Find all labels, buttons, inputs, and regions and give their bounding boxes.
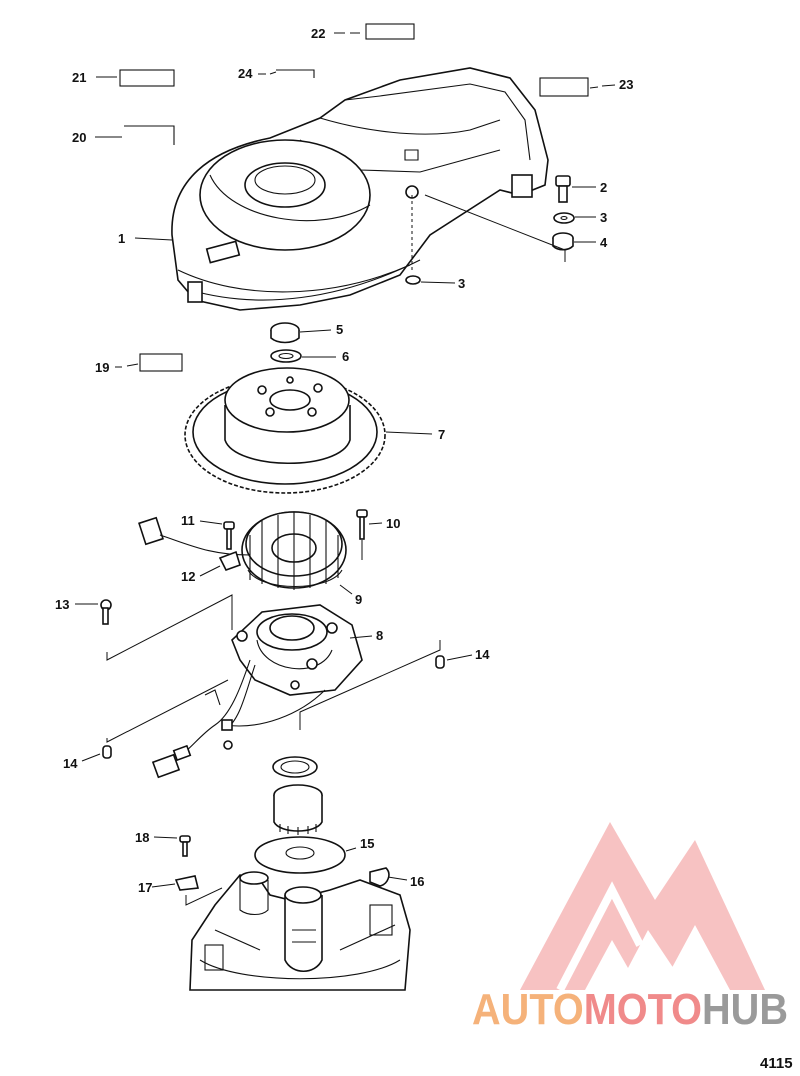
- callout-20: 20: [72, 130, 86, 145]
- callout-box-20: [124, 125, 175, 145]
- pin-14-right: [435, 655, 445, 669]
- powerhead-block: [189, 871, 411, 991]
- callout-3-top: 3: [600, 210, 607, 225]
- pin-14-left: [102, 745, 112, 759]
- callout-14-right: 14: [475, 647, 490, 662]
- callout-9: 9: [355, 592, 362, 607]
- screw-13: [100, 599, 112, 625]
- callout-1: 1: [118, 231, 125, 246]
- washer-3-top: [553, 212, 575, 224]
- callout-14-left: 14: [63, 756, 78, 771]
- callout-4: 4: [600, 235, 608, 250]
- callout-box-21: [119, 69, 175, 87]
- callout-3-lower: 3: [458, 276, 465, 291]
- screw-10: [356, 509, 368, 540]
- washer-6: [270, 349, 302, 363]
- callout-box-19: [139, 353, 183, 372]
- callout-11: 11: [181, 513, 195, 528]
- callout-12: 12: [181, 569, 195, 584]
- clamp-17: [174, 875, 199, 891]
- callout-16: 16: [410, 874, 424, 889]
- callout-17: 17: [138, 880, 152, 895]
- sleeve-top: [272, 756, 318, 778]
- guide-bottom-14: [106, 679, 229, 743]
- callout-21: 21: [72, 70, 86, 85]
- plate-15: [254, 836, 346, 874]
- callout-box-23: [539, 77, 589, 97]
- callout-6: 6: [342, 349, 349, 364]
- callout-box-22: [365, 23, 415, 40]
- svg-text:AUTOMOTOHUB: AUTOMOTOHUB: [472, 985, 788, 1034]
- flywheel: [184, 367, 386, 494]
- callout-7: 7: [438, 427, 445, 442]
- callout-22: 22: [311, 26, 325, 41]
- callout-5: 5: [336, 322, 343, 337]
- callout-18: 18: [135, 830, 149, 845]
- guide-17: [185, 887, 223, 906]
- trigger-plate: [231, 604, 363, 696]
- stator: [241, 511, 347, 590]
- callout-19: 19: [95, 360, 109, 375]
- flywheel-cover: [171, 67, 549, 311]
- figure-number: 4115: [760, 1055, 793, 1072]
- guide-cover-hardware: [424, 194, 566, 262]
- guide-right-14: [299, 640, 441, 730]
- callout-23: 23: [619, 77, 633, 92]
- leader-lines: [75, 32, 616, 888]
- gear-sleeve: [273, 784, 323, 835]
- callout-8: 8: [376, 628, 383, 643]
- clamp-12: [218, 550, 241, 571]
- watermark-logo: [520, 822, 765, 992]
- callout-24: 24: [238, 66, 253, 81]
- callout-13: 13: [55, 597, 69, 612]
- trigger-harness: [151, 659, 326, 779]
- screw-18: [179, 835, 191, 857]
- callout-2: 2: [600, 180, 607, 195]
- callout-box-24: [276, 69, 315, 78]
- grommet-4: [552, 232, 574, 251]
- nut-5: [270, 322, 300, 344]
- guide-left-13: [106, 594, 233, 661]
- washer-3-lower: [405, 275, 421, 285]
- watermark-text: AUTOMOTOHUB: [472, 985, 788, 1034]
- screw-11: [223, 521, 235, 550]
- key-16: [369, 867, 390, 887]
- callout-15: 15: [360, 836, 374, 851]
- stator-connector: [138, 516, 251, 556]
- screw-2: [555, 175, 571, 203]
- callout-10: 10: [386, 516, 400, 531]
